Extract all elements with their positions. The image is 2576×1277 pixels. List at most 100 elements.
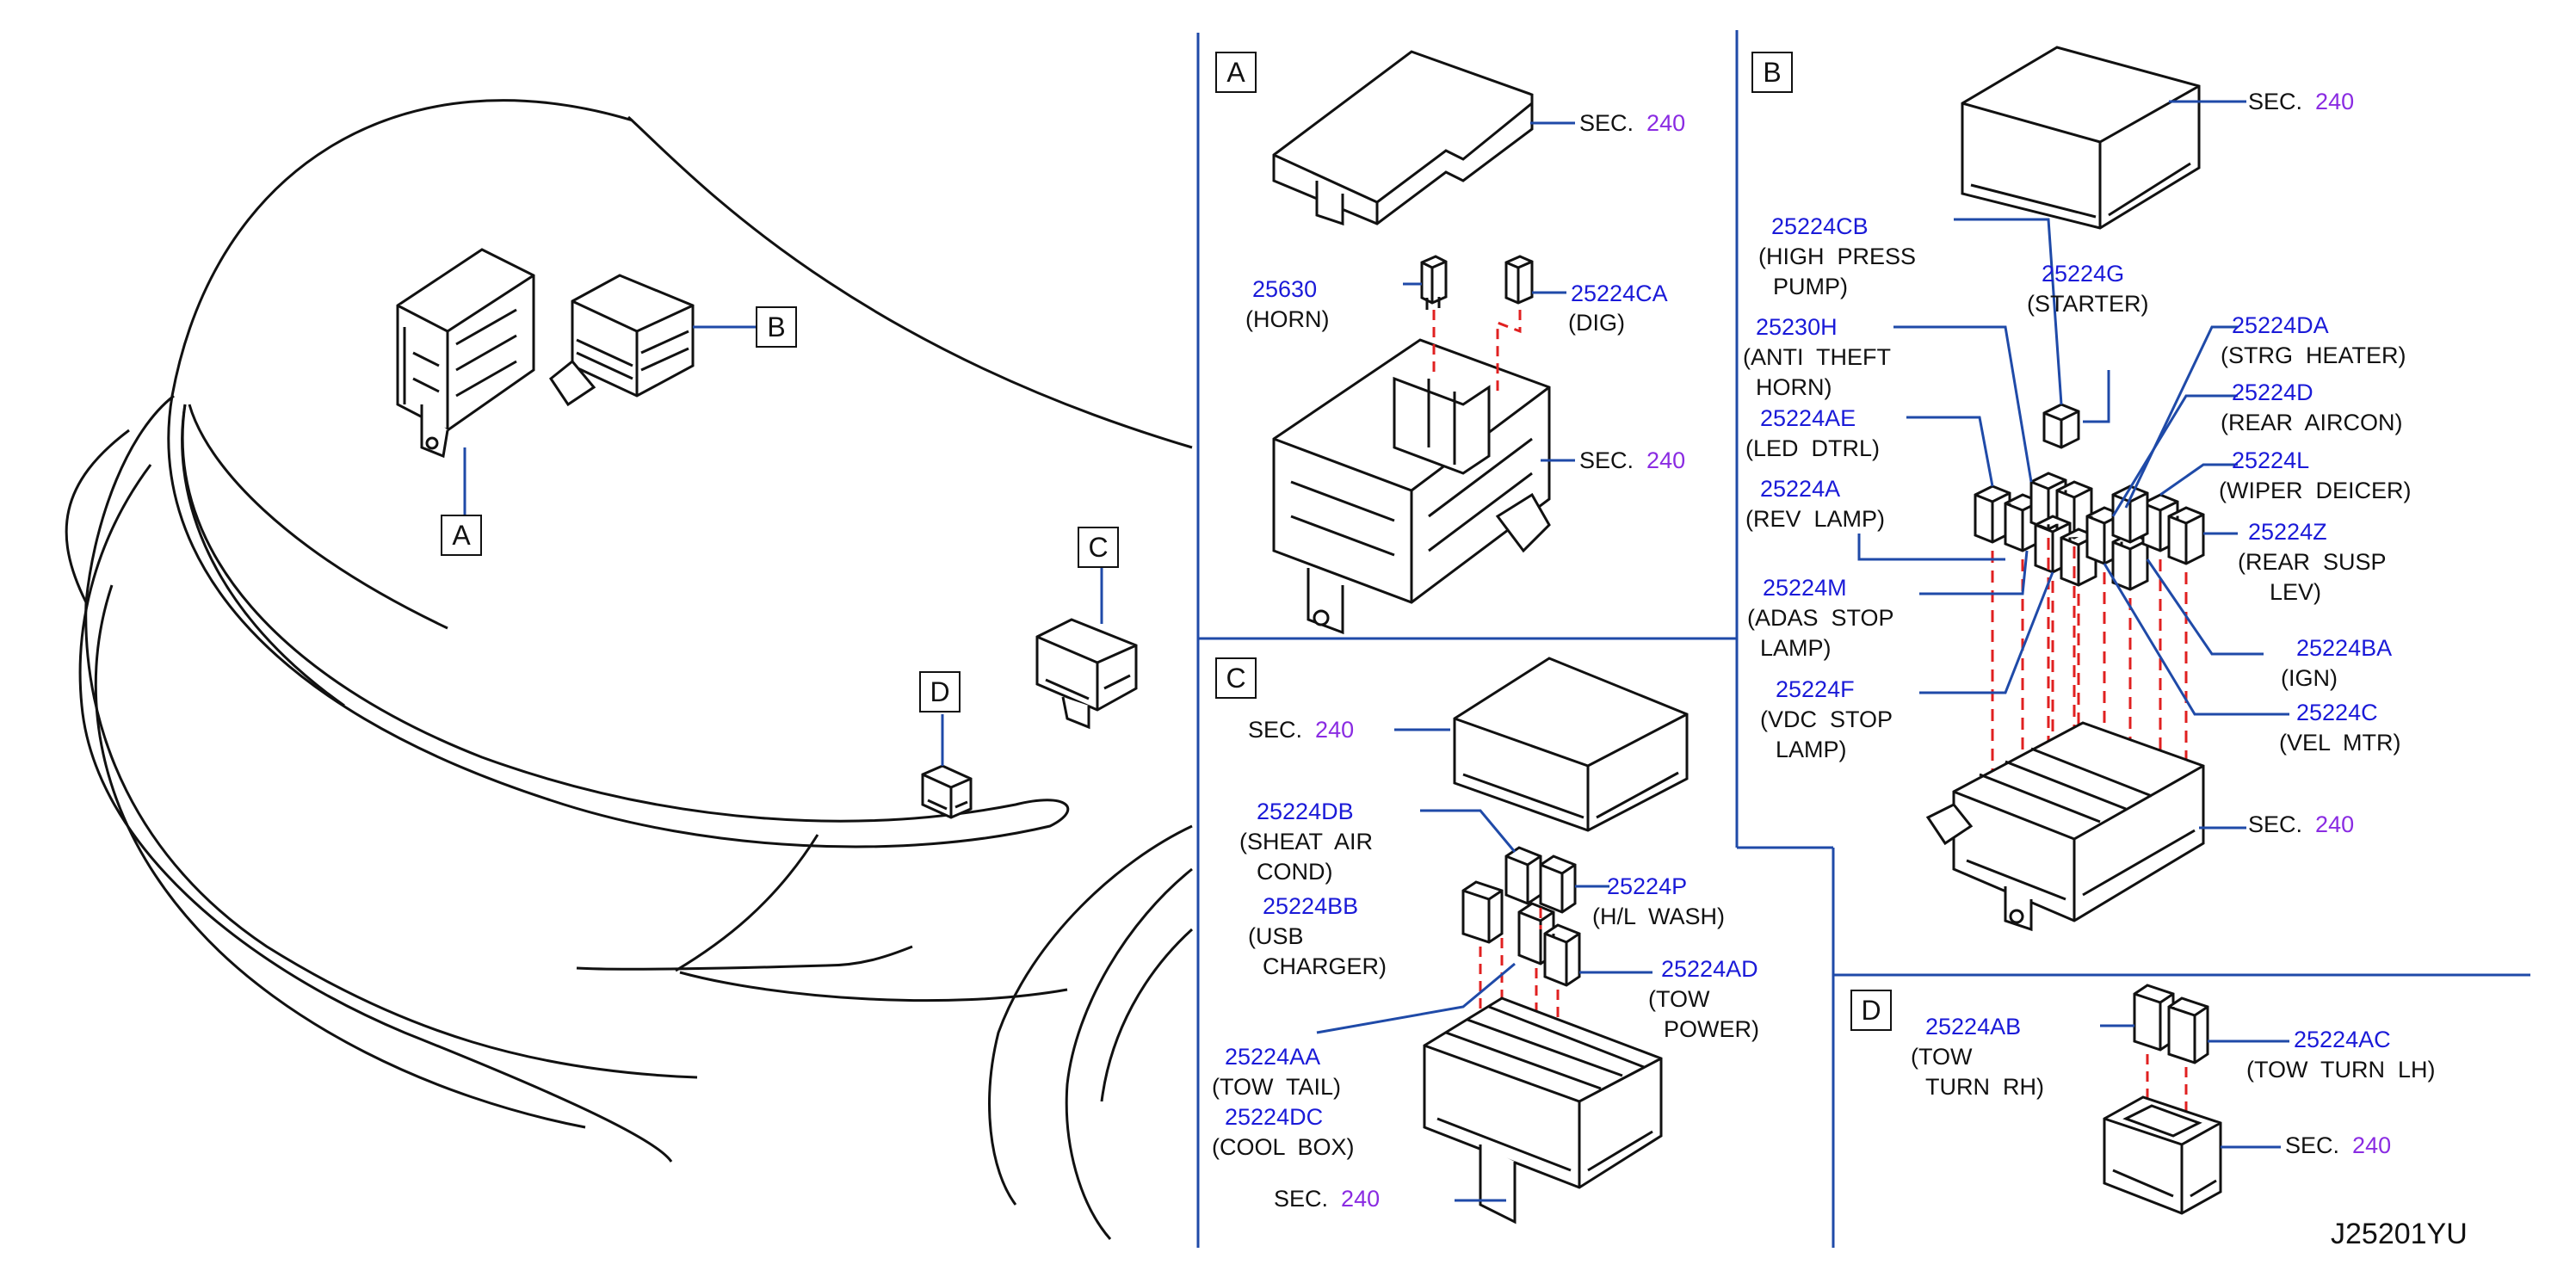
vdc-part-number: 25224F <box>1776 676 1855 702</box>
strg-heater-desc: (STRG HEATER) <box>2221 342 2406 368</box>
overview-leaders <box>463 325 1103 766</box>
sheat-desc-1: (SHEAT AIR <box>1239 829 1374 854</box>
panel-d-relays <box>2133 984 2209 1064</box>
adas-desc-2: LAMP) <box>1760 635 1832 661</box>
panel-a-horn-relay <box>1420 255 1448 310</box>
panel-b-label: B <box>1751 52 1793 93</box>
high-press-desc-2: PUMP) <box>1773 274 1848 299</box>
sec-number: 240 <box>2315 811 2355 837</box>
tow-turn-lh-part-number: 25224AC <box>2294 1027 2391 1052</box>
overview-box-a <box>396 248 535 459</box>
panel-a-base <box>1272 338 1551 635</box>
tow-turn-rh-desc-2: TURN RH) <box>1925 1074 2044 1100</box>
tow-power-part-number: 25224AD <box>1661 956 1758 982</box>
panel-d-base <box>2103 1095 2222 1215</box>
adas-part-number: 25224M <box>1763 575 1847 601</box>
starter-part-number: 25224G <box>2042 261 2125 287</box>
car-outline <box>65 99 1194 1240</box>
panel-b-sec-top: SEC. 240 <box>2248 89 2355 114</box>
panel-b-base <box>1925 721 2205 932</box>
panel-d-dashes <box>2146 1054 2188 1119</box>
panel-b-relays <box>1974 403 2205 591</box>
overview-box-c <box>1035 618 1138 730</box>
horn-part-number: 25630 <box>1252 276 1318 302</box>
tow-power-desc-1: (TOW <box>1648 986 1710 1012</box>
panel-d-label: D <box>1850 990 1892 1031</box>
sec-number: 240 <box>2352 1132 2392 1158</box>
vel-mtr-desc: (VEL MTR) <box>2279 730 2401 756</box>
ign-desc: (IGN) <box>2281 665 2338 691</box>
rev-lamp-desc: (REV LAMP) <box>1745 506 1886 532</box>
panel-a-sec-base: SEC. 240 <box>1579 447 1686 473</box>
rear-aircon-desc: (REAR AIRCON) <box>2221 410 2403 435</box>
tow-tail-desc: (TOW TAIL) <box>1212 1074 1342 1100</box>
drawing-code: J25201YU <box>2331 1218 2468 1250</box>
panel-c-label: C <box>1215 657 1257 699</box>
panel-a-dashes <box>1432 310 1522 396</box>
dig-part-number: 25224CA <box>1571 281 1668 306</box>
usb-desc-1: (USB <box>1248 923 1304 949</box>
panel-a-sec-top: SEC. 240 <box>1579 110 1686 136</box>
led-dtrl-part-number: 25224AE <box>1760 405 1856 431</box>
panel-a-leaders <box>1403 121 1575 462</box>
rev-lamp-part-number: 25224A <box>1760 476 1841 502</box>
tow-power-desc-2: POWER) <box>1664 1016 1759 1042</box>
sheat-part-number: 25224DB <box>1257 799 1354 824</box>
panel-c-sec-top: SEC. 240 <box>1248 717 1355 743</box>
overview-box-d <box>921 764 973 819</box>
tow-turn-rh-part-number: 25224AB <box>1925 1014 2022 1039</box>
starter-desc: (STARTER) <box>2027 291 2149 317</box>
panel-b-leaders <box>1857 100 2289 830</box>
sec-number: 240 <box>1315 717 1355 743</box>
anti-theft-desc-1: (ANTI THEFT <box>1743 344 1891 370</box>
sec-number: 240 <box>1341 1186 1381 1212</box>
panel-a-dig-relay <box>1504 255 1534 305</box>
panel-d-sec-base: SEC. 240 <box>2285 1132 2392 1158</box>
anti-theft-part-number: 25230H <box>1756 314 1838 340</box>
panel-c-leaders <box>1316 728 1652 1202</box>
sec-number: 240 <box>1646 110 1686 136</box>
callout-box-b: B <box>756 306 797 348</box>
panel-a-cover <box>1272 50 1534 226</box>
sec-number: 240 <box>1646 447 1686 473</box>
hl-wash-desc: (H/L WASH) <box>1592 904 1725 929</box>
panel-c-sec-base: SEC. 240 <box>1274 1186 1381 1212</box>
rear-susp-desc-1: (REAR SUSP <box>2238 549 2387 575</box>
high-press-part-number: 25224CB <box>1771 213 1869 239</box>
panel-a-label: A <box>1215 52 1257 93</box>
horn-description: (HORN) <box>1245 306 1330 332</box>
adas-desc-1: (ADAS STOP <box>1747 605 1894 631</box>
cool-box-desc: (COOL BOX) <box>1212 1134 1355 1160</box>
usb-part-number: 25224BB <box>1263 893 1359 919</box>
wiper-deicer-part-number: 25224L <box>2232 447 2310 473</box>
led-dtrl-desc: (LED DTRL) <box>1745 435 1881 461</box>
rear-susp-part-number: 25224Z <box>2248 519 2327 545</box>
callout-box-a: A <box>441 515 482 556</box>
cool-box-part-number: 25224DC <box>1225 1104 1324 1130</box>
wiper-deicer-desc: (WIPER DEICER) <box>2219 478 2412 503</box>
rear-susp-desc-2: LEV) <box>2270 579 2322 605</box>
strg-heater-part-number: 25224DA <box>2232 312 2329 338</box>
sheat-desc-2: COND) <box>1257 859 1333 885</box>
overview-box-b <box>548 274 695 407</box>
tow-tail-part-number: 25224AA <box>1225 1044 1321 1070</box>
anti-theft-desc-2: HORN) <box>1756 374 1832 400</box>
callout-box-c: C <box>1078 527 1119 568</box>
panel-c-relays <box>1461 846 1581 987</box>
callout-box-d: D <box>919 671 961 713</box>
ign-part-number: 25224BA <box>2296 635 2393 661</box>
vel-mtr-part-number: 25224C <box>2296 700 2378 725</box>
panel-b-sec-base: SEC. 240 <box>2248 811 2355 837</box>
sec-number: 240 <box>2315 89 2355 114</box>
hl-wash-part-number: 25224P <box>1607 873 1688 899</box>
vdc-desc-2: LAMP) <box>1776 737 1847 762</box>
panel-d-leaders <box>2100 1024 2289 1149</box>
panel-c-base <box>1423 996 1663 1225</box>
tow-turn-rh-desc-1: (TOW <box>1911 1044 1973 1070</box>
dig-description: (DIG) <box>1568 310 1625 336</box>
rear-aircon-part-number: 25224D <box>2232 379 2313 405</box>
tow-turn-lh-desc: (TOW TURN LH) <box>2246 1057 2436 1083</box>
panel-borders <box>1196 30 2530 1248</box>
